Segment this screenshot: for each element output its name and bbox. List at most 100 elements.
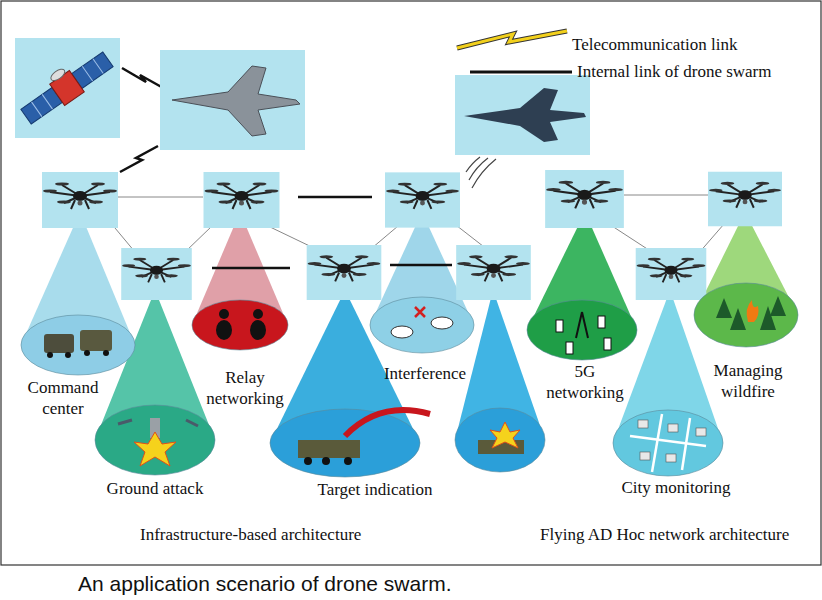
aircraft	[118, 420, 198, 426]
telecom-link	[120, 146, 158, 172]
fighter-jet	[172, 66, 300, 136]
scene-label: 5G networking	[539, 361, 631, 403]
scene-ellipse-shape	[613, 410, 723, 476]
drone	[121, 248, 192, 300]
line-sample	[470, 71, 572, 74]
scene-label-wrap: Target indication	[290, 479, 460, 500]
jet-box	[455, 75, 590, 155]
scene-ellipse	[192, 300, 288, 350]
explosion	[490, 422, 520, 448]
architecture-label: Flying AD Hoc network architecture	[540, 524, 789, 545]
wireless-arcs	[466, 157, 496, 188]
scene-ellipse	[455, 408, 545, 472]
explosion	[134, 432, 176, 466]
road	[630, 436, 706, 446]
wheel	[322, 457, 330, 465]
stealth-jet	[464, 88, 586, 142]
launcher	[298, 410, 524, 465]
thick-link	[212, 267, 290, 270]
building	[666, 454, 676, 462]
arc	[466, 157, 480, 172]
thick-link	[390, 264, 452, 267]
scene-ellipse-shape	[192, 300, 288, 350]
soldier-body	[250, 320, 266, 340]
label-wrap: Flying AD Hoc network architecture	[540, 524, 789, 545]
scene-ellipse-shape	[270, 408, 545, 477]
scene-ellipse	[370, 297, 474, 353]
zigzag-sample	[457, 31, 567, 48]
scene-label: Interference	[345, 363, 505, 384]
scene-ellipse	[95, 405, 215, 475]
control-tower	[150, 418, 160, 438]
scene-label-wrap: 5G networking	[539, 361, 631, 403]
fighter-box	[160, 50, 305, 150]
drone	[545, 170, 624, 228]
thin-link	[372, 226, 398, 248]
building	[696, 428, 706, 436]
satellite	[15, 43, 116, 127]
scene-ellipse-shape	[527, 300, 637, 360]
road	[652, 414, 662, 472]
frame	[1, 1, 821, 565]
drone	[636, 248, 707, 300]
scene-node: Managing wildfire	[694, 283, 798, 347]
legend-text: Telecommunication link	[572, 34, 737, 55]
wheel	[304, 457, 312, 465]
drone	[42, 172, 118, 228]
building	[640, 452, 650, 460]
scene-node: Command center	[21, 315, 135, 375]
road	[682, 418, 690, 470]
drone	[456, 245, 531, 300]
soldier-head	[253, 309, 263, 319]
label-wrap: Infrastructure-based architecture	[140, 524, 361, 545]
soldier-body	[216, 320, 232, 340]
scene-label-wrap: Relay networking	[199, 367, 291, 409]
wheel	[103, 350, 109, 356]
scene-label-wrap: Managing wildfire	[698, 360, 798, 402]
buildings	[638, 420, 706, 462]
legend-text-wrap: Telecommunication link	[572, 34, 737, 55]
jam-mark	[415, 307, 425, 317]
drone	[307, 245, 382, 300]
satellite-box	[15, 38, 120, 138]
satellite-dish	[49, 67, 67, 83]
scene-label-wrap: City monitoring	[591, 477, 761, 498]
scene-node: 5G networking	[527, 300, 637, 360]
panel-grid	[32, 102, 42, 117]
scene-node: Target indication	[270, 408, 545, 477]
scene-label-wrap: Interference	[345, 363, 505, 384]
scene-label: Ground attack	[70, 478, 240, 499]
thin-link	[118, 197, 203, 198]
wheel	[84, 350, 90, 356]
airbase	[118, 418, 198, 466]
5g-tower	[556, 312, 611, 354]
city-grid	[630, 414, 706, 472]
building	[638, 420, 648, 428]
tower	[576, 312, 588, 338]
truck	[298, 440, 360, 458]
caption-wrap: An application scenario of drone swarm.	[78, 571, 452, 597]
phone	[556, 320, 563, 332]
drone	[204, 172, 280, 228]
soldiers	[216, 309, 266, 340]
scene-label: Target indication	[290, 479, 460, 500]
scene-label-wrap: Ground attack	[70, 478, 240, 499]
scene-ellipse	[21, 315, 135, 375]
tree	[730, 308, 746, 330]
dishes	[391, 307, 453, 338]
panel-grid	[82, 66, 92, 81]
scene-ellipse	[270, 409, 420, 477]
wheel	[47, 352, 53, 358]
panel-grid	[42, 94, 52, 109]
phone	[566, 342, 573, 354]
dish	[431, 317, 453, 329]
scene-ellipse	[613, 410, 723, 476]
scene-node: Ground attack	[95, 405, 215, 475]
forest	[716, 296, 786, 330]
phone	[604, 338, 611, 350]
legend-sample	[470, 66, 572, 78]
scene-label: Command center	[17, 377, 109, 419]
